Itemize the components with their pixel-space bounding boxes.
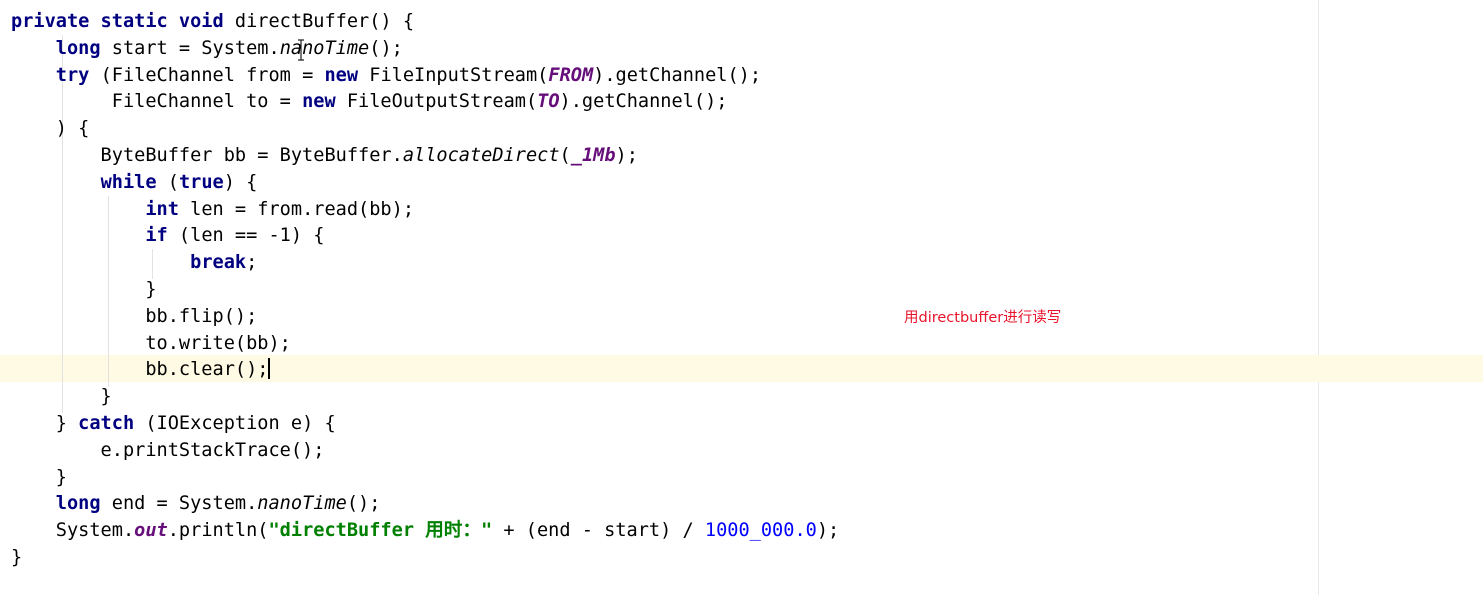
code-token: ) {	[11, 118, 90, 140]
code-token: catch	[78, 413, 135, 434]
code-line[interactable]: ByteBuffer bb = ByteBuffer.allocateDirec…	[11, 142, 638, 169]
code-token: _1Mb	[570, 145, 616, 166]
code-token: }	[11, 386, 112, 408]
code-line[interactable]: FileChannel to = new FileOutputStream(TO…	[11, 88, 728, 115]
code-token: FileOutputStream(	[335, 91, 538, 113]
code-token: long	[55, 37, 101, 59]
code-token: "directBuffer 用时："	[268, 520, 493, 542]
code-line[interactable]: bb.flip();	[11, 303, 257, 330]
code-token: (IOException e) {	[134, 413, 336, 434]
code-token: e.printStackTrace();	[11, 439, 325, 461]
code-line[interactable]: long start = System.nanoTime();	[11, 35, 403, 62]
code-token: }	[11, 466, 67, 488]
code-token: (	[156, 171, 179, 193]
code-token: (	[559, 145, 571, 166]
code-token: int	[145, 198, 179, 220]
code-token: break	[190, 252, 247, 274]
code-token	[11, 493, 56, 514]
code-line[interactable]: try (FileChannel from = new FileInputStr…	[11, 62, 761, 89]
code-line[interactable]: e.printStackTrace();	[11, 437, 325, 464]
code-token	[11, 252, 190, 273]
code-token: ).getChannel();	[559, 91, 728, 113]
indent-guide	[108, 196, 109, 386]
code-token: bb.flip();	[11, 305, 258, 327]
code-token: start = System.	[100, 37, 280, 59]
code-token: FileChannel to =	[11, 91, 303, 113]
code-line[interactable]: bb.clear();	[11, 356, 268, 383]
code-token: end = System.	[100, 493, 258, 515]
indent-guide	[62, 35, 63, 413]
text-caret	[268, 358, 270, 379]
right-margin-guide	[1318, 0, 1319, 595]
code-token: FROM	[548, 64, 594, 86]
code-line[interactable]: long end = System.nanoTime();	[11, 490, 381, 517]
code-token: (len == -1) {	[167, 225, 325, 247]
code-line[interactable]: while (true) {	[11, 169, 258, 196]
code-token: }	[11, 547, 23, 568]
code-line[interactable]: }	[11, 383, 112, 410]
ibeam-cursor-icon	[298, 39, 304, 61]
code-token: );	[615, 145, 638, 166]
code-token: nanoTime	[279, 37, 370, 59]
code-token: while	[100, 171, 157, 193]
code-token	[11, 225, 145, 246]
code-token: ();	[369, 37, 403, 59]
code-line[interactable]: int len = from.read(bb);	[11, 196, 414, 223]
code-token: ();	[346, 493, 381, 515]
code-token: );	[816, 520, 840, 542]
code-token	[11, 172, 101, 193]
code-token: long	[55, 493, 101, 515]
code-line[interactable]: }	[11, 276, 157, 303]
code-line[interactable]: ) {	[11, 115, 90, 142]
code-line[interactable]: break;	[11, 249, 257, 276]
code-token: directBuffer() {	[223, 11, 415, 32]
code-token: allocateDirect	[402, 145, 560, 166]
code-token: out	[134, 520, 168, 542]
indent-guide	[152, 249, 153, 279]
current-line-highlight	[0, 355, 1483, 382]
code-token: bb.clear();	[11, 359, 269, 381]
code-token: len = from.read(bb);	[178, 198, 415, 220]
code-token: 1000_000.0	[704, 520, 817, 542]
code-token: new	[302, 91, 336, 113]
code-line[interactable]: } catch (IOException e) {	[11, 410, 336, 437]
code-token: FileInputStream(	[358, 64, 549, 86]
code-token: .println(	[167, 520, 269, 542]
code-token: ).getChannel();	[593, 64, 762, 86]
code-token: ;	[246, 252, 258, 274]
code-token	[11, 65, 56, 86]
code-token: if	[145, 225, 168, 247]
code-line[interactable]: System.out.println("directBuffer 用时：" + …	[11, 517, 839, 544]
code-line[interactable]: }	[11, 544, 22, 571]
code-token: ) {	[223, 171, 258, 193]
code-token: to.write(bb);	[11, 332, 291, 354]
code-token: (FileChannel from =	[89, 64, 325, 86]
code-token: new	[324, 64, 359, 86]
code-token: }	[11, 413, 79, 434]
code-line[interactable]: }	[11, 464, 67, 491]
code-line[interactable]: if (len == -1) {	[11, 222, 324, 249]
code-token: }	[11, 279, 157, 300]
code-token: private static void	[11, 11, 224, 32]
code-token: ByteBuffer bb = ByteBuffer.	[11, 145, 403, 166]
code-token: System.	[11, 520, 135, 542]
code-token: true	[178, 171, 224, 193]
code-token: try	[55, 64, 90, 86]
code-line[interactable]: private static void directBuffer() {	[11, 8, 414, 35]
annotation-note: 用directbuffer进行读写	[904, 310, 1062, 326]
code-token: + (end - start) /	[492, 520, 705, 542]
code-token	[11, 199, 145, 220]
code-token	[11, 38, 56, 59]
code-token: nanoTime	[257, 493, 347, 515]
code-token: TO	[537, 91, 560, 113]
code-line[interactable]: to.write(bb);	[11, 330, 291, 357]
